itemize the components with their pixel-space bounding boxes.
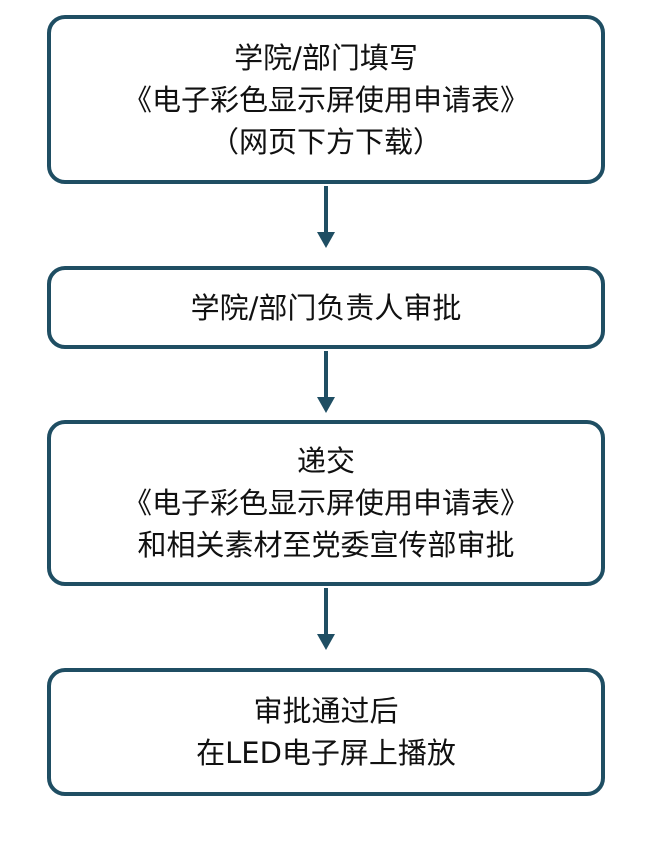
arrow-down-icon xyxy=(317,588,335,652)
flow-step-3-submit-materials: 递交 《电子彩色显示屏使用申请表》 和相关素材至党委宣传部审批 xyxy=(47,420,605,586)
arrow-shaft xyxy=(324,351,328,399)
incoming-arrow xyxy=(322,0,330,16)
step-3-line-1: 递交 xyxy=(296,444,355,478)
step-1-line-3: （网页下方下载） xyxy=(209,124,442,159)
step-3-line-2: 《电子彩色显示屏使用申请表》 xyxy=(122,486,529,520)
arrow-head xyxy=(317,634,335,650)
step-4-line-1: 审批通过后 xyxy=(253,694,399,728)
flow-step-2-head-approval: 学院/部门负责人审批 xyxy=(47,266,605,349)
arrow-down-icon xyxy=(317,186,335,250)
step-3-line-3: 和相关素材至党委宣传部审批 xyxy=(137,528,515,562)
arrow-down-icon xyxy=(317,351,335,415)
step-2-line-1: 学院/部门负责人审批 xyxy=(190,290,462,325)
arrow-shaft xyxy=(324,588,328,636)
step-1-line-1: 学院/部门填写 xyxy=(234,40,418,75)
step-4-line-2: 在LED电子屏上播放 xyxy=(196,736,456,770)
arrow-head xyxy=(317,397,335,413)
flow-step-1-fill-form: 学院/部门填写 《电子彩色显示屏使用申请表》 （网页下方下载） xyxy=(47,15,605,184)
flow-step-4-display-on-led: 审批通过后 在LED电子屏上播放 xyxy=(47,668,605,796)
arrow-shaft xyxy=(324,186,328,234)
step-1-line-2: 《电子彩色显示屏使用申请表》 xyxy=(122,82,529,117)
arrow-head xyxy=(317,232,335,248)
